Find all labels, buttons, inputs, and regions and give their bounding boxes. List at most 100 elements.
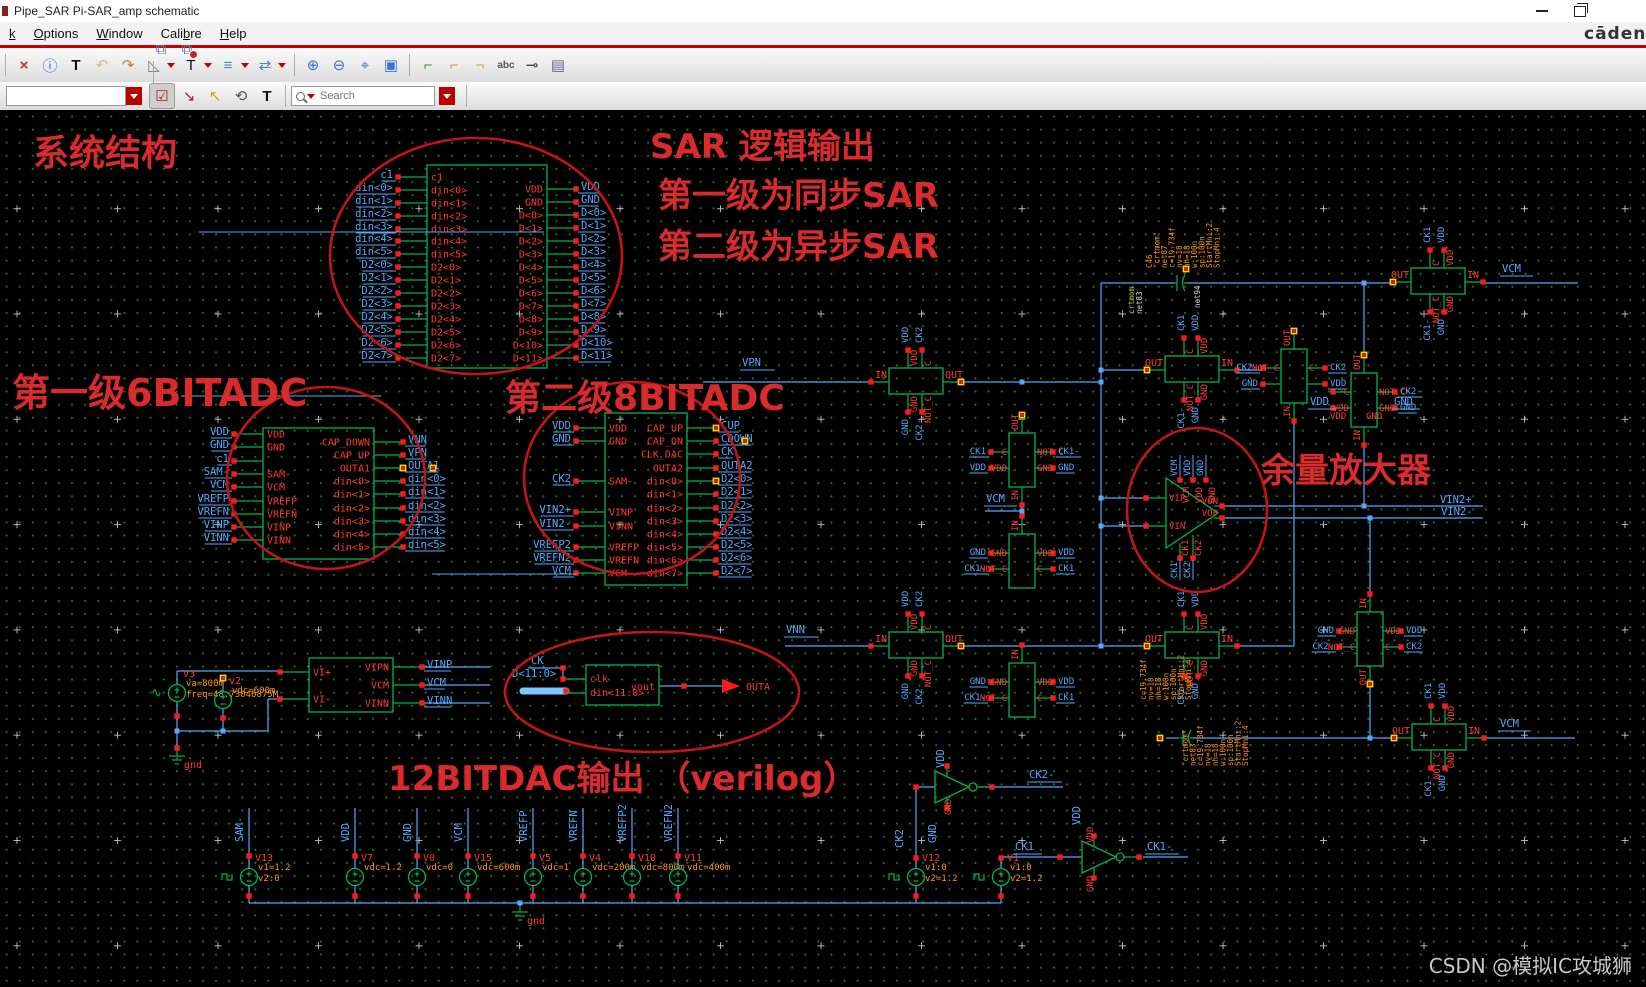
net-label[interactable]: VREFP	[197, 493, 229, 505]
pin-square[interactable]	[1392, 389, 1398, 395]
schematic-label[interactable]: VDD	[1195, 487, 1205, 503]
schematic-label[interactable]: OUT	[1391, 270, 1409, 281]
pin-square[interactable]	[1442, 765, 1448, 771]
pin-square[interactable]	[905, 409, 911, 415]
pin-square[interactable]	[713, 518, 719, 524]
schematic-label[interactable]: GND	[910, 660, 920, 676]
pin-label[interactable]: OUTA2	[653, 464, 683, 475]
ground-label[interactable]: gnd	[184, 760, 202, 771]
net-label[interactable]: CK1	[1170, 562, 1180, 578]
pin-square[interactable]	[465, 853, 471, 859]
instance-name[interactable]: V1	[1007, 853, 1019, 864]
net-label[interactable]: VREFP2	[533, 539, 571, 551]
switch-swE[interactable]	[1164, 355, 1220, 383]
net-label[interactable]: D2<4>	[361, 311, 393, 323]
pin-square[interactable]	[580, 853, 586, 859]
pin-label[interactable]: D<7>	[519, 302, 543, 313]
switch-swJ[interactable]	[1411, 723, 1467, 751]
instance-param[interactable]: v1:0	[1010, 863, 1032, 873]
pin-square[interactable]	[395, 187, 401, 193]
net-label[interactable]: VDD	[581, 181, 600, 193]
text-edit-icon[interactable]: T	[71, 56, 81, 74]
schematic-label[interactable]: IN	[1221, 358, 1233, 369]
net-label[interactable]: VINN	[204, 532, 229, 544]
pin-square[interactable]	[573, 438, 579, 444]
instance-param[interactable]: vdc=200m	[592, 863, 635, 873]
pin-square[interactable]	[1234, 367, 1240, 373]
pin-label[interactable]: din<1>	[334, 490, 370, 501]
instance-name[interactable]: V13	[255, 853, 273, 864]
note-icon[interactable]: ▤	[550, 57, 566, 74]
schematic-label[interactable]: CK2-	[1400, 387, 1422, 397]
pin-label[interactable]: din<3>	[647, 517, 683, 528]
pin-square[interactable]	[399, 464, 407, 472]
schematic-label[interactable]: VDD	[1037, 549, 1053, 559]
pin-label[interactable]: CAP_DN	[647, 437, 683, 448]
undo-icon[interactable]: ↶	[95, 57, 109, 74]
pin-square[interactable]	[573, 544, 579, 550]
pin-square[interactable]	[988, 550, 994, 556]
pin-label[interactable]: VINP	[267, 523, 291, 534]
schematic-label[interactable]: CK2-	[915, 419, 925, 441]
schematic-label[interactable]: CK1	[1058, 564, 1074, 574]
pin-label[interactable]: VINP	[609, 508, 633, 519]
instance-name[interactable]: V12	[922, 853, 940, 864]
pin-square[interactable]	[988, 465, 994, 471]
pin-square[interactable]	[629, 893, 635, 899]
schematic-label[interactable]: NOT_C	[1328, 643, 1355, 653]
pin-square[interactable]	[573, 290, 579, 296]
mom-cap-params[interactable]: sp:100n	[1169, 668, 1178, 700]
pin-square[interactable]	[352, 893, 358, 899]
schematic-label[interactable]: GND	[1438, 775, 1448, 791]
pin-square[interactable]	[395, 316, 401, 322]
pin-square[interactable]	[1481, 735, 1487, 741]
instance-name[interactable]: V7	[361, 853, 373, 864]
switch-swF[interactable]	[1280, 348, 1308, 404]
instance-name[interactable]: V5	[539, 853, 551, 864]
source-V0[interactable]	[407, 867, 427, 887]
mom-cap-params[interactable]: nv=18	[1147, 677, 1156, 700]
pin-square[interactable]	[400, 505, 406, 511]
pin-square[interactable]	[414, 893, 420, 899]
net-label[interactable]: VIN2+	[539, 504, 571, 516]
pin-square[interactable]	[395, 264, 401, 270]
pin-square[interactable]	[414, 853, 420, 859]
pin-square[interactable]	[1143, 523, 1149, 529]
text-size-icon-dropdown[interactable]	[204, 62, 212, 68]
pin-label[interactable]: din<0>	[334, 477, 370, 488]
schematic-label[interactable]: VDD	[1191, 591, 1201, 607]
net-label[interactable]: D2<3>	[361, 298, 393, 310]
schematic-label[interactable]: CK1	[1177, 315, 1187, 331]
pin-square[interactable]	[919, 409, 925, 415]
schematic-label[interactable]: C	[1186, 349, 1196, 354]
schematic-label[interactable]: C	[1037, 694, 1042, 704]
mom-cap-params[interactable]: w:100n	[1162, 673, 1171, 700]
pin-square[interactable]	[944, 763, 950, 769]
schematic-label[interactable]: C	[1433, 717, 1443, 722]
schematic-label[interactable]: GND	[901, 683, 911, 699]
instance-param[interactable]: v2:0	[258, 874, 280, 884]
pin-square[interactable]	[1143, 495, 1149, 501]
instance-param[interactable]: v1:0	[925, 863, 947, 873]
pin-square[interactable]	[1091, 833, 1097, 839]
pin-square[interactable]	[1291, 418, 1297, 424]
schematic-label[interactable]: OUT	[1283, 329, 1293, 346]
rotate-mode-icon[interactable]: ⟲	[234, 88, 248, 105]
pin-square[interactable]	[560, 665, 566, 671]
net-label[interactable]: din<3>	[408, 513, 446, 525]
net-label[interactable]: D2<5>	[721, 539, 753, 551]
schematic-label[interactable]: GND	[1318, 626, 1334, 636]
pin-label[interactable]: din<4>	[647, 530, 683, 541]
align-icon[interactable]: ≡	[223, 56, 233, 74]
schematic-label[interactable]: C	[1309, 364, 1314, 374]
mom-cap-params[interactable]: net87	[1160, 245, 1169, 268]
instance-name[interactable]: V3	[183, 669, 195, 680]
instance-param[interactable]: v2=1.2	[925, 874, 958, 884]
schematic-label[interactable]: GND	[1379, 404, 1395, 414]
schematic-label[interactable]: C	[1002, 448, 1007, 458]
pin-label[interactable]: din<4>	[334, 530, 370, 541]
net-label[interactable]: din<0>	[408, 473, 446, 485]
schematic-label[interactable]: C	[1432, 261, 1442, 266]
net-label[interactable]: CK1-	[1147, 841, 1172, 853]
pin-square[interactable]	[395, 303, 401, 309]
